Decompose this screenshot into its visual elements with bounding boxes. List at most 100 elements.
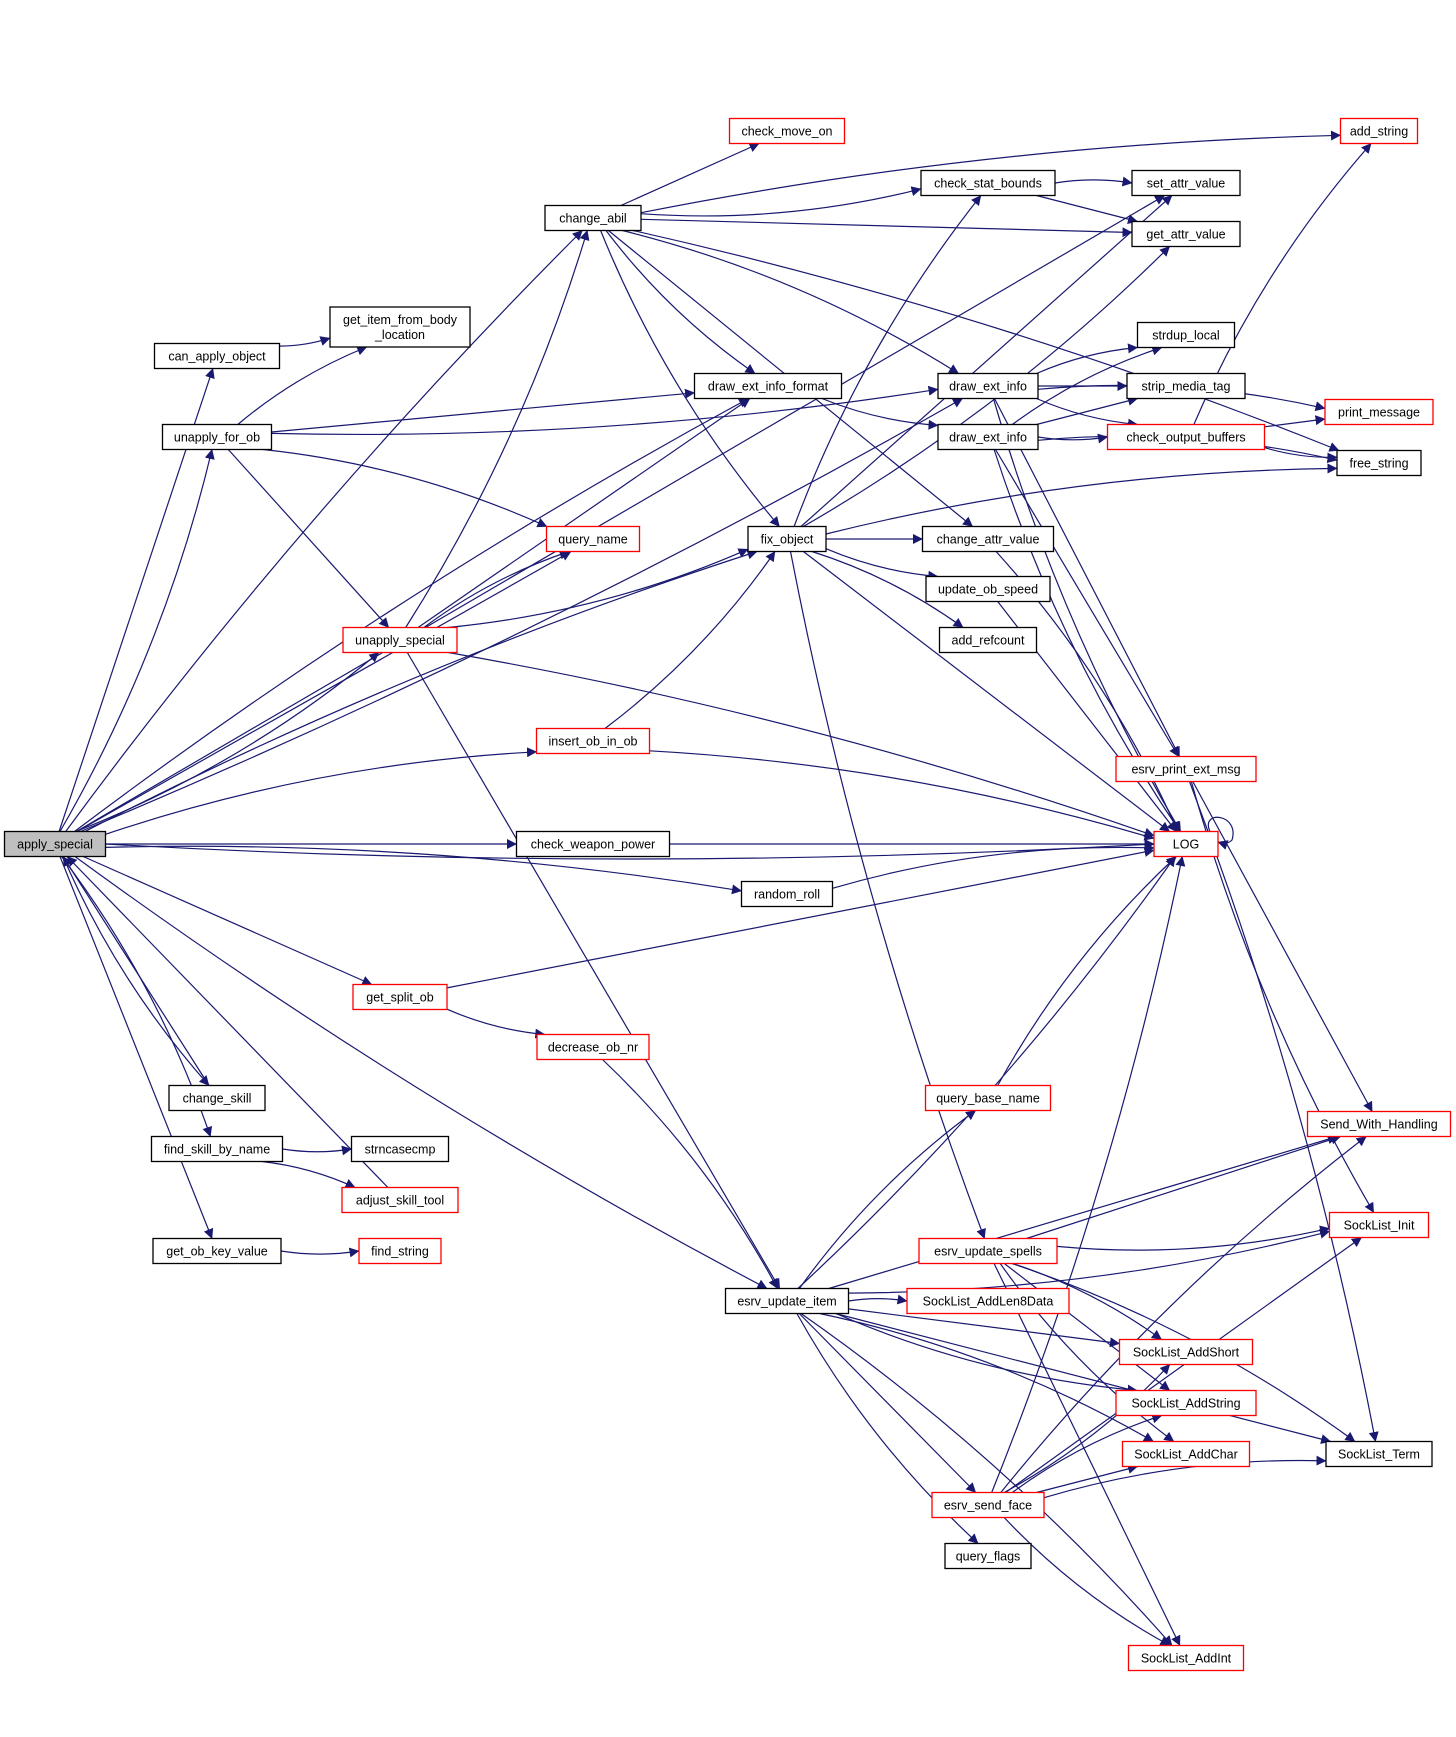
node-get_attr_value[interactable]: get_attr_value <box>1131 220 1241 248</box>
node-get_split_ob[interactable]: get_split_ob <box>352 983 448 1011</box>
node-get_ob_key_value[interactable]: get_ob_key_value <box>152 1237 282 1265</box>
edge-change_abil-to-add_string <box>640 130 1341 214</box>
node-label: decrease_ob_nr <box>548 1041 638 1055</box>
node-SockList_AddLen8Data[interactable]: SockList_AddLen8Data <box>906 1287 1070 1315</box>
node-apply_special[interactable]: apply_special <box>3 830 107 858</box>
node-label: SockList_Term <box>1338 1448 1420 1462</box>
node-change_skill[interactable]: change_skill <box>168 1084 266 1112</box>
edge-unapply_special-to-change_abil <box>405 230 590 628</box>
node-box <box>1324 398 1434 426</box>
node-box <box>937 372 1039 400</box>
node-SockList_AddString[interactable]: SockList_AddString <box>1115 1389 1257 1417</box>
node-adjust_skill_tool[interactable]: adjust_skill_tool <box>341 1186 459 1214</box>
node-box <box>341 1186 459 1214</box>
node-SockList_AddInt[interactable]: SockList_AddInt <box>1127 1644 1245 1672</box>
node-update_ob_speed[interactable]: update_ob_speed <box>925 575 1051 603</box>
edge-fix_object-to-free_string <box>825 463 1338 535</box>
node-insert_ob_in_ob[interactable]: insert_ob_in_ob <box>535 727 651 755</box>
node-change_abil[interactable]: change_abil <box>544 204 642 232</box>
edge-esrv_print_ext_msg-to-SockList_Init <box>1190 781 1375 1213</box>
node-can_apply_object[interactable]: can_apply_object <box>153 342 281 370</box>
edge-esrv_send_face-to-SockList_AddShort <box>1003 1364 1171 1494</box>
node-random_roll[interactable]: random_roll <box>740 880 834 908</box>
node-set_attr_value[interactable]: set_attr_value <box>1131 169 1241 197</box>
node-SockList_AddShort[interactable]: SockList_AddShort <box>1118 1338 1254 1366</box>
edge-change_abil-to-free_string <box>632 229 1340 452</box>
node-strdup_local[interactable]: strdup_local <box>1136 321 1236 349</box>
node-change_attr_value[interactable]: change_attr_value <box>921 525 1055 553</box>
node-strncasecmp[interactable]: strncasecmp <box>350 1135 450 1163</box>
node-unapply_special[interactable]: unapply_special <box>342 626 458 654</box>
edge-esrv_update_item-to-SockList_AddInt <box>800 1313 1173 1646</box>
node-label: free_string <box>1349 457 1408 471</box>
edge-draw_ext_info_format-to-draw_ext_info_2 <box>821 397 939 430</box>
node-box <box>693 372 843 400</box>
node-query_flags[interactable]: query_flags <box>944 1542 1032 1570</box>
node-box <box>944 1542 1032 1570</box>
node-label: apply_special <box>17 838 93 852</box>
node-get_item_from_body_location[interactable]: get_item_from_body_location <box>329 306 471 348</box>
node-box <box>906 1287 1070 1315</box>
node-box <box>747 525 827 553</box>
edge-esrv_update_item-to-LOG <box>797 856 1176 1289</box>
edge-can_apply_object-to-get_item_from_body_location <box>279 336 331 347</box>
node-label: change_skill <box>183 1092 252 1106</box>
node-label: strip_media_tag <box>1142 380 1231 394</box>
node-unapply_for_ob[interactable]: unapply_for_ob <box>161 423 273 451</box>
node-add_string[interactable]: add_string <box>1339 117 1419 145</box>
node-query_base_name[interactable]: query_base_name <box>924 1084 1052 1112</box>
node-Send_With_Handling[interactable]: Send_With_Handling <box>1306 1110 1452 1138</box>
node-esrv_update_item[interactable]: esrv_update_item <box>724 1287 850 1315</box>
edge-unapply_for_ob-to-unapply_special <box>227 449 390 628</box>
node-fix_object[interactable]: fix_object <box>747 525 827 553</box>
node-SockList_Init[interactable]: SockList_Init <box>1328 1211 1430 1239</box>
edge-fix_object-to-esrv_update_spells <box>789 551 986 1239</box>
node-print_message[interactable]: print_message <box>1324 398 1434 426</box>
node-esrv_update_spells[interactable]: esrv_update_spells <box>918 1237 1058 1265</box>
node-draw_ext_info_1[interactable]: draw_ext_info <box>937 372 1039 400</box>
edge-get_ob_key_value-to-find_string <box>280 1247 360 1258</box>
node-box <box>535 727 651 755</box>
node-box <box>1339 117 1419 145</box>
node-find_string[interactable]: find_string <box>358 1237 442 1265</box>
edge-apply_special-to-unapply_for_ob <box>59 449 215 832</box>
edge-esrv_send_face-to-Send_With_Handling <box>1000 1136 1367 1493</box>
edge-apply_special-to-LOG <box>105 839 1155 860</box>
node-box <box>150 1135 284 1163</box>
edge-esrv_send_face-to-SockList_AddInt <box>1003 1517 1171 1647</box>
node-draw_ext_info_format[interactable]: draw_ext_info_format <box>693 372 843 400</box>
node-find_skill_by_name[interactable]: find_skill_by_name <box>150 1135 284 1163</box>
node-label: SockList_AddInt <box>1141 1652 1232 1666</box>
node-free_string[interactable]: free_string <box>1336 449 1422 477</box>
edge-unapply_special-to-query_name <box>423 549 570 628</box>
edge-fix_object-to-add_refcount <box>811 550 964 628</box>
node-box <box>937 423 1039 451</box>
edge-esrv_update_spells-to-SockList_Init <box>1056 1225 1330 1251</box>
node-box <box>1115 1389 1257 1417</box>
node-draw_ext_info_2[interactable]: draw_ext_info <box>937 423 1039 451</box>
node-query_name[interactable]: query_name <box>545 525 641 553</box>
node-esrv_send_face[interactable]: esrv_send_face <box>931 1491 1045 1519</box>
node-SockList_AddChar[interactable]: SockList_AddChar <box>1121 1440 1251 1468</box>
node-box <box>1325 1440 1433 1468</box>
node-add_refcount[interactable]: add_refcount <box>938 626 1038 654</box>
node-esrv_print_ext_msg[interactable]: esrv_print_ext_msg <box>1115 755 1257 783</box>
node-check_weapon_power[interactable]: check_weapon_power <box>515 830 671 858</box>
node-check_move_on[interactable]: check_move_on <box>728 117 846 145</box>
node-box <box>1136 321 1236 349</box>
node-check_stat_bounds[interactable]: check_stat_bounds <box>920 169 1056 197</box>
node-box <box>1306 1110 1452 1138</box>
node-SockList_Term[interactable]: SockList_Term <box>1325 1440 1433 1468</box>
node-label: fix_object <box>761 533 814 547</box>
node-label: find_skill_by_name <box>164 1143 270 1157</box>
edge-apply_special-to-change_skill <box>62 856 210 1086</box>
node-check_output_buffers[interactable]: check_output_buffers <box>1106 423 1266 451</box>
node-box <box>545 525 641 553</box>
node-decrease_ob_nr[interactable]: decrease_ob_nr <box>536 1033 650 1061</box>
node-label: find_string <box>371 1245 429 1259</box>
node-label: query_name <box>558 533 628 547</box>
edge-draw_ext_info_2-to-strip_media_tag <box>1036 396 1138 426</box>
node-LOG[interactable]: LOG <box>1153 830 1219 858</box>
node-strip_media_tag[interactable]: strip_media_tag <box>1126 372 1246 400</box>
node-box <box>161 423 273 451</box>
